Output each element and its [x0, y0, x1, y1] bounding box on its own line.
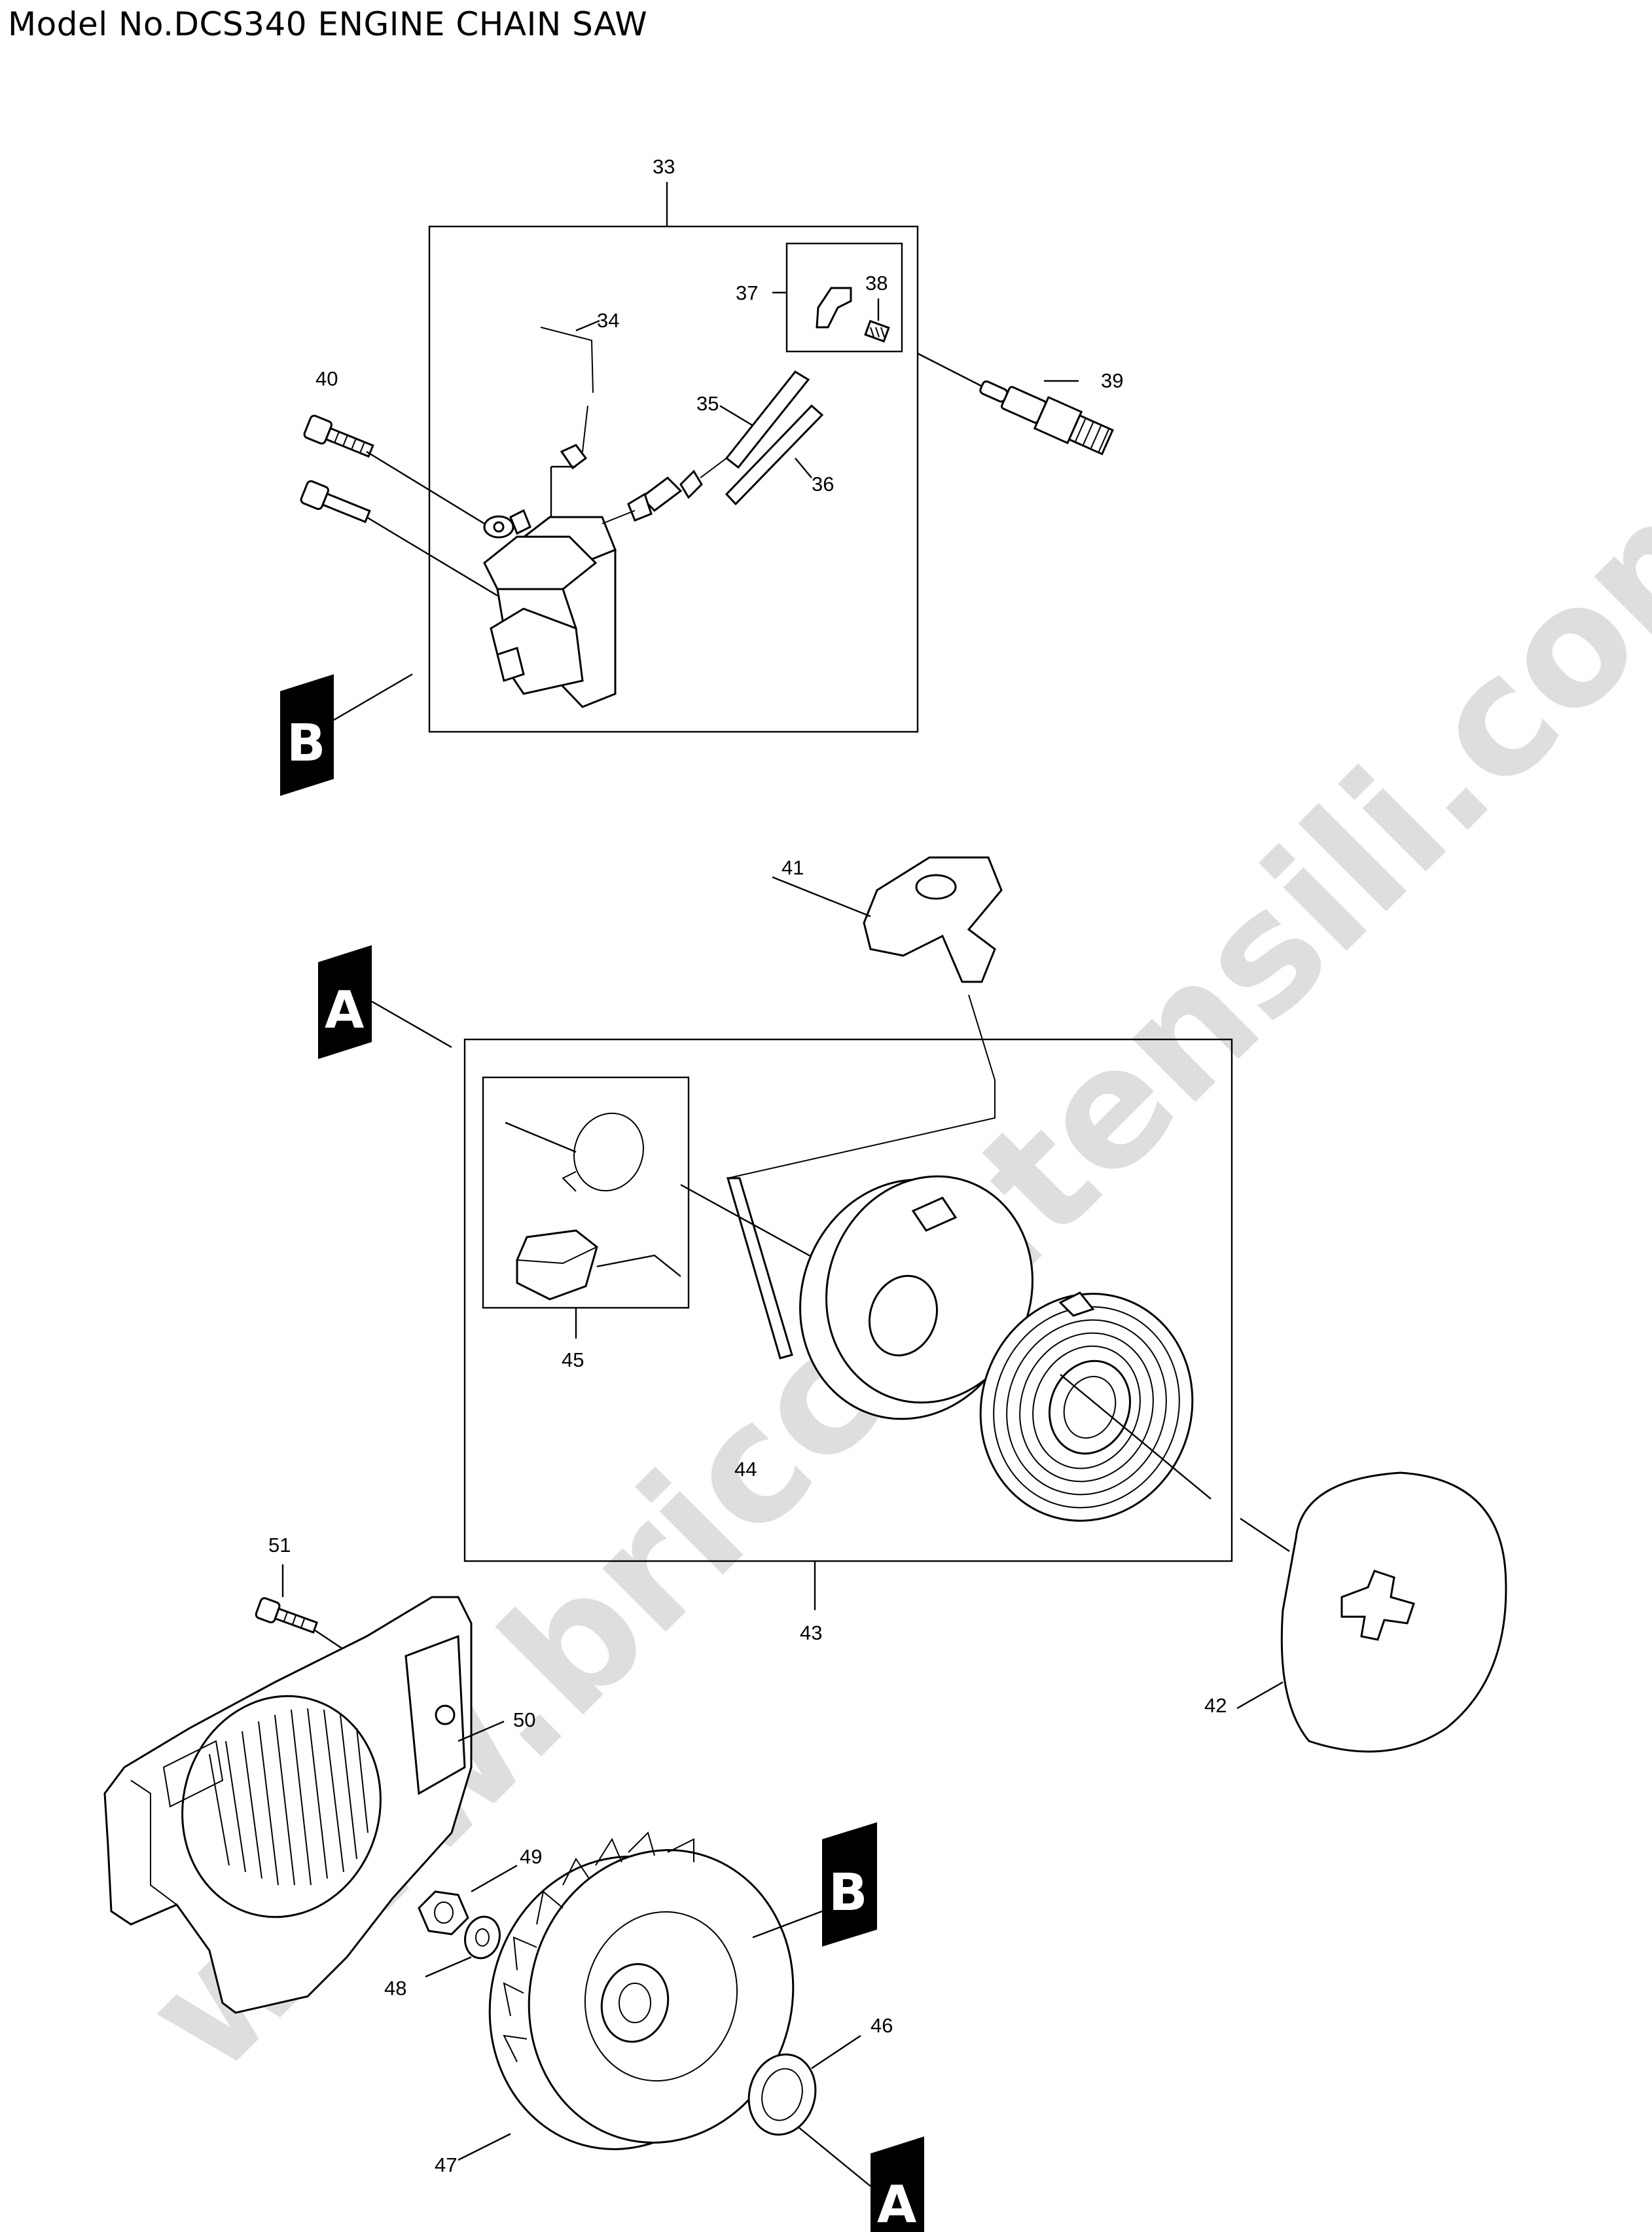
screw-40-b [300, 480, 371, 524]
cap-spring [864, 319, 890, 343]
starter-rope [727, 994, 996, 1359]
label-38: 38 [865, 272, 888, 295]
ignition-lead [602, 458, 727, 524]
label-51: 51 [268, 1534, 291, 1557]
spark-plug-cap [816, 287, 852, 329]
svg-text:B: B [287, 714, 325, 773]
view-tag-a-lower: A [798, 2127, 924, 2232]
svg-text:A: A [877, 2176, 916, 2232]
label-47: 47 [435, 2153, 457, 2176]
tube-35 [725, 370, 810, 469]
label-34: 34 [597, 309, 619, 332]
tube-36 [725, 404, 824, 506]
label-50: 50 [513, 1708, 535, 1731]
flywheel-washer [464, 1915, 501, 1960]
svg-text:B: B [829, 1863, 867, 1922]
label-39: 39 [1101, 369, 1123, 392]
label-43: 43 [800, 1621, 822, 1644]
group-box-43 [463, 1038, 1233, 1562]
group-box-45 [482, 1076, 690, 1309]
label-44: 44 [734, 1458, 757, 1481]
view-tag-b-upper: B [280, 673, 413, 796]
label-45: 45 [562, 1348, 584, 1371]
label-49: 49 [520, 1845, 542, 1868]
recoil-spring [979, 1291, 1212, 1522]
page-title: Model No.DCS340 ENGINE CHAIN SAW [8, 5, 648, 43]
label-46: 46 [871, 2014, 893, 2037]
starter-pawl [516, 1229, 598, 1301]
rope-reel [680, 1175, 1033, 1420]
label-42: 42 [1204, 1694, 1227, 1717]
pawl-spring [562, 1112, 644, 1192]
svg-text:A: A [325, 981, 364, 1040]
group-box-37 [785, 242, 903, 353]
label-37: 37 [736, 281, 758, 304]
flywheel [488, 1831, 795, 2150]
label-33: 33 [653, 155, 675, 178]
view-tag-a-mid: A [318, 945, 452, 1059]
label-48: 48 [384, 1977, 406, 2000]
screw-51 [255, 1597, 319, 1634]
label-35: 35 [696, 392, 719, 415]
view-tag-b-lower: B [752, 1822, 877, 1947]
label-40: 40 [315, 367, 338, 390]
group-box-33 [428, 225, 919, 733]
label-41: 41 [781, 856, 804, 879]
wire-bracket [540, 327, 594, 517]
ignition-coil [483, 509, 617, 708]
flywheel-nut [418, 1890, 469, 1935]
starter-housing [103, 1596, 473, 2014]
flywheel-ring [747, 2053, 817, 2136]
spark-plug [979, 380, 1114, 456]
starter-handle [863, 856, 1003, 983]
screw-40-a [303, 414, 374, 458]
starter-plate [1280, 1471, 1507, 1753]
label-36: 36 [812, 473, 834, 495]
